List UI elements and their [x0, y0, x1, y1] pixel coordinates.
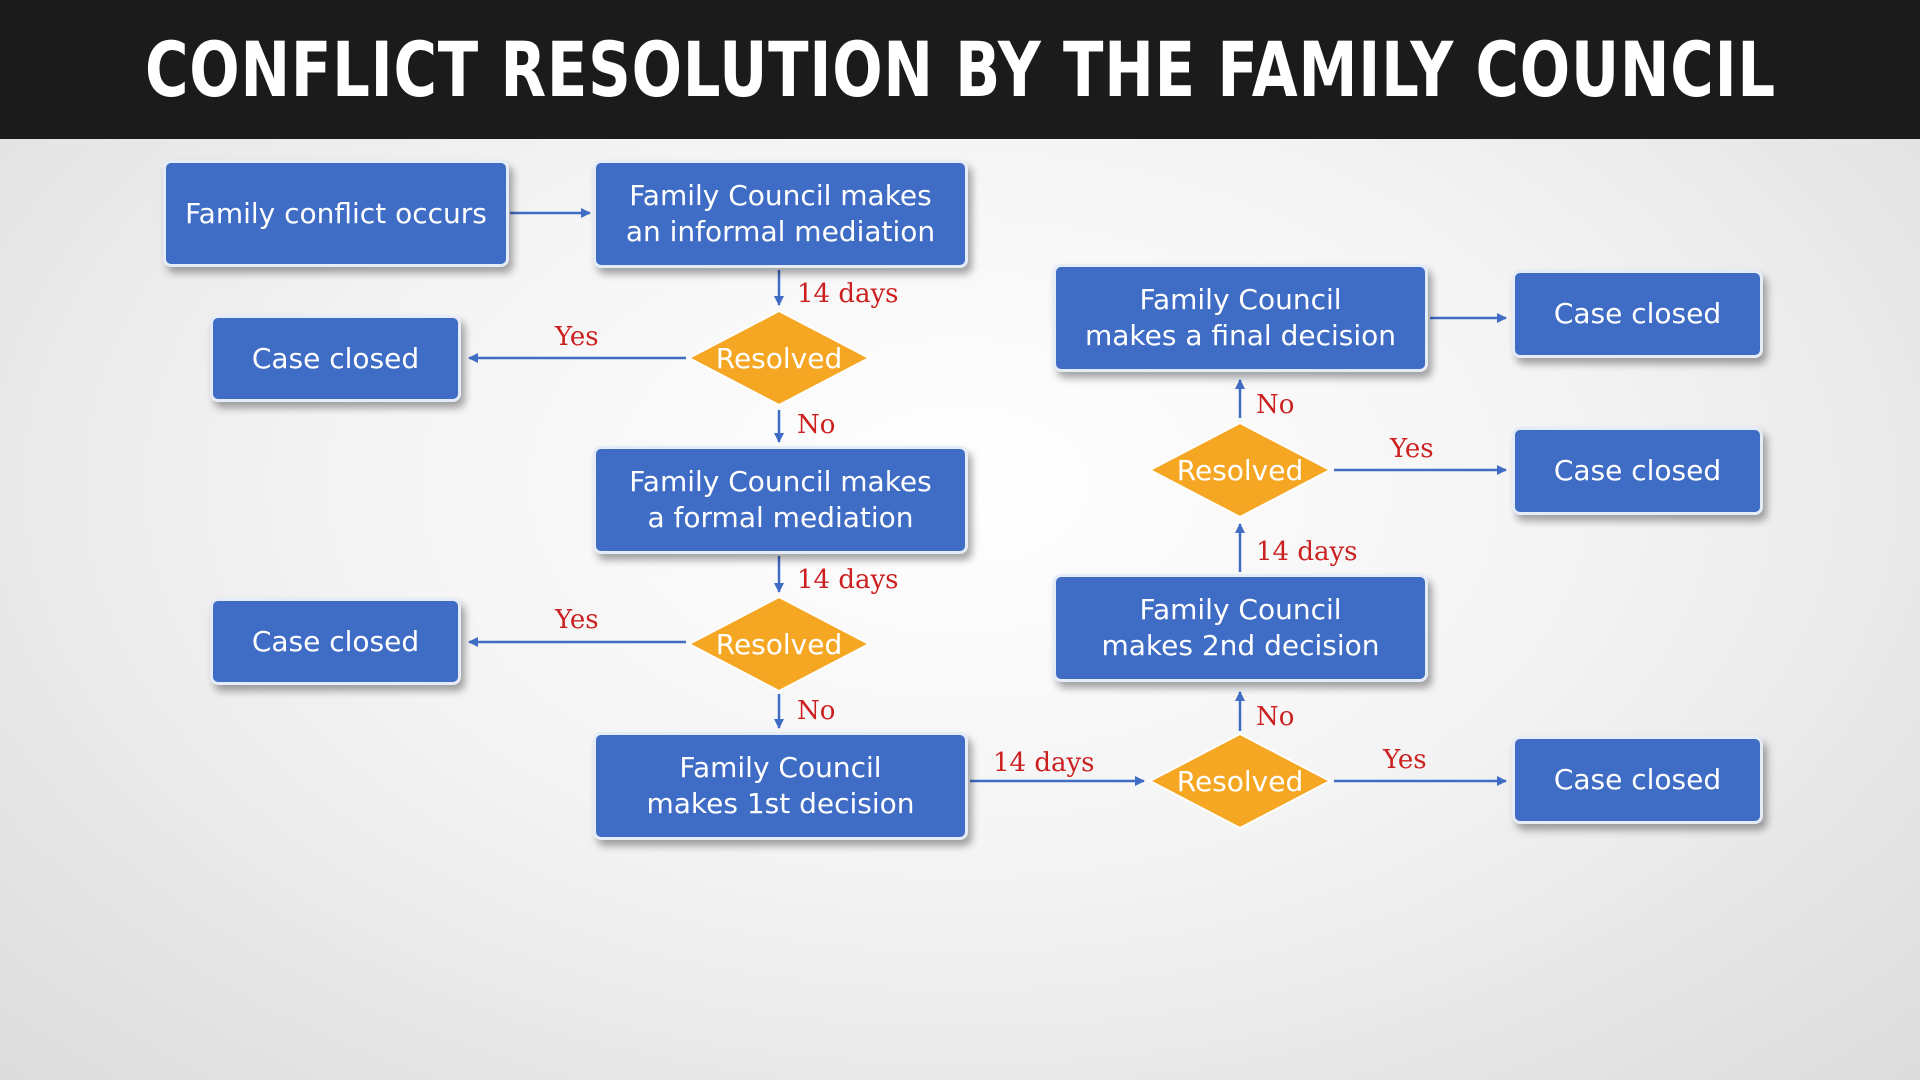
node-formal-mediation: Family Council makes a formal mediation: [593, 446, 968, 554]
label-no-3: No: [1256, 702, 1295, 732]
label-yes-3: Yes: [1390, 434, 1434, 464]
label-yes-1: Yes: [555, 322, 599, 352]
node-case-closed-4: Case closed: [1512, 427, 1763, 515]
title-bar: CONFLICT RESOLUTION BY THE FAMILY COUNCI…: [0, 0, 1920, 139]
decision-resolved-3: Resolved: [1147, 731, 1333, 831]
decision-resolved-4: Resolved: [1147, 420, 1333, 520]
node-second-decision: Family Council makes 2nd decision: [1053, 574, 1428, 682]
node-family-conflict: Family conflict occurs: [163, 160, 509, 267]
label-14-days-3: 14 days: [993, 748, 1095, 778]
label-no-1: No: [797, 410, 836, 440]
label-no-2: No: [797, 696, 836, 726]
label-yes-4: Yes: [1383, 745, 1427, 775]
label-14-days-4: 14 days: [1256, 537, 1358, 567]
label-14-days-1: 14 days: [797, 279, 899, 309]
label-14-days-2: 14 days: [797, 565, 899, 595]
node-first-decision: Family Council makes 1st decision: [593, 732, 968, 840]
node-case-closed-1: Case closed: [210, 315, 461, 402]
page-title: CONFLICT RESOLUTION BY THE FAMILY COUNCI…: [144, 25, 1776, 114]
decision-resolved-2: Resolved: [686, 594, 872, 694]
label-yes-2: Yes: [555, 605, 599, 635]
label-no-4: No: [1256, 390, 1295, 420]
decision-resolved-1: Resolved: [686, 308, 872, 408]
node-informal-mediation: Family Council makes an informal mediati…: [593, 160, 968, 268]
node-case-closed-3: Case closed: [1512, 270, 1763, 358]
node-case-closed-2: Case closed: [210, 598, 461, 685]
node-final-decision: Family Council makes a final decision: [1053, 264, 1428, 372]
node-case-closed-5: Case closed: [1512, 736, 1763, 824]
